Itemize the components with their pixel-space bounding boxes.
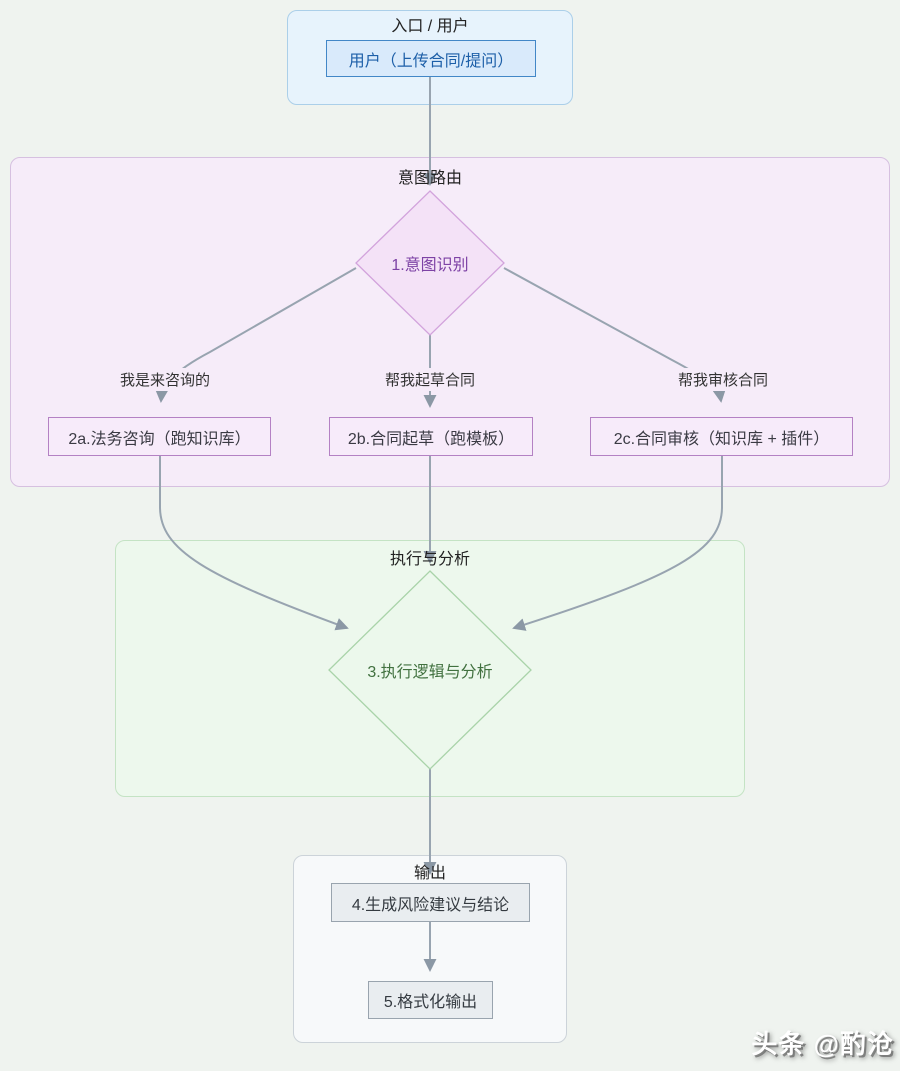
- cluster-output-label: 输出: [413, 865, 447, 882]
- node-legal-consult: 2a.法务咨询（跑知识库）: [48, 417, 271, 456]
- node-contract-review: 2c.合同审核（知识库 + 插件）: [590, 417, 853, 456]
- cluster-entry-label: 入口 / 用户: [391, 18, 469, 35]
- cluster-routing-label: 意图路由: [397, 170, 463, 187]
- node-format-output: 5.格式化输出: [368, 981, 493, 1019]
- watermark: 头条 @酌沧: [751, 1029, 894, 1059]
- node-user: 用户（上传合同/提问）: [326, 40, 536, 77]
- node-risk-conclusion: 4.生成风险建议与结论: [331, 883, 530, 922]
- node-intent-diamond-border: [355, 190, 505, 336]
- node-execute-diamond-border: [328, 570, 532, 770]
- cluster-execution-label: 执行与分析: [389, 551, 471, 568]
- edge-label-consult: 我是来咨询的: [115, 368, 215, 391]
- edge-review-to-execute: [512, 456, 723, 631]
- edge-label-review: 帮我审核合同: [673, 368, 773, 391]
- edge-consult-to-execute: [159, 456, 349, 631]
- node-intent-label: 1.意图识别: [391, 257, 469, 274]
- node-execute-label: 3.执行逻辑与分析: [367, 664, 493, 681]
- node-contract-draft: 2b.合同起草（跑模板）: [329, 417, 533, 456]
- edge-label-draft: 帮我起草合同: [380, 368, 480, 391]
